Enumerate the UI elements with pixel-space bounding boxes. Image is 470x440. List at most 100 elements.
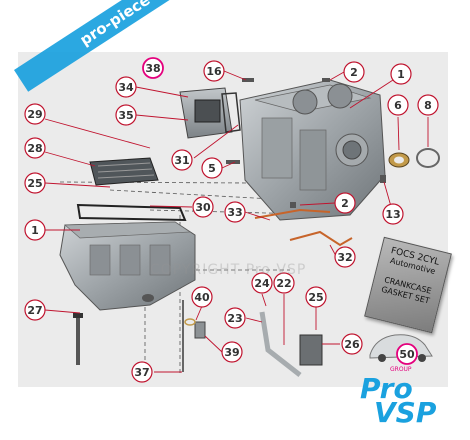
callout-label: 39 xyxy=(224,346,239,359)
leader-lines xyxy=(44,70,429,373)
drain-bolt xyxy=(73,313,83,365)
callout-label: 28 xyxy=(27,142,42,155)
callout-50: 50 xyxy=(396,343,418,365)
callout-circle xyxy=(341,333,363,355)
breather-pipes xyxy=(254,208,353,247)
callout-8: 8 xyxy=(417,94,439,116)
callout-circle xyxy=(24,137,46,159)
callout-label: 2 xyxy=(341,197,349,210)
dipstick-tube xyxy=(259,311,302,377)
callout-label: 32 xyxy=(337,251,352,264)
callout-label: 5 xyxy=(208,162,216,175)
callout-16: 16 xyxy=(203,60,225,82)
callout-37: 37 xyxy=(131,361,153,383)
callout-30: 30 xyxy=(192,196,214,218)
callout-circle xyxy=(201,157,223,179)
oil-pan xyxy=(59,221,196,311)
callout-circle xyxy=(273,272,295,294)
callout-label: 29 xyxy=(27,108,42,121)
callout-31: 31 xyxy=(171,149,193,171)
callout-circle xyxy=(417,94,439,116)
callout-circle xyxy=(191,286,213,308)
callout-35: 35 xyxy=(115,104,137,126)
callout-label: 34 xyxy=(118,81,134,94)
seal-ring xyxy=(416,148,440,168)
front-cover-plate xyxy=(179,87,241,139)
callout-32: 32 xyxy=(334,246,356,268)
callout-24: 24 xyxy=(251,272,273,294)
callout-circle xyxy=(387,94,409,116)
callout-label: 30 xyxy=(195,201,211,214)
callout-label: 1 xyxy=(397,68,405,81)
callout-circle xyxy=(142,57,164,79)
callout-27: 27 xyxy=(24,299,46,321)
oil-sensor xyxy=(299,334,323,366)
callout-circle xyxy=(334,192,356,214)
callout-circle xyxy=(203,60,225,82)
provsp-logo: GROUP Pro VSP xyxy=(360,366,450,432)
copyright-watermark: COPYRIGHT Pro VSP xyxy=(150,262,307,278)
callout-26: 26 xyxy=(341,333,363,355)
callout-circle xyxy=(390,63,412,85)
callout-circle xyxy=(131,361,153,383)
callout-label: 33 xyxy=(227,206,242,219)
callout-label: 26 xyxy=(344,338,360,351)
callout-22: 22 xyxy=(273,272,295,294)
callout-label: 37 xyxy=(134,366,149,379)
callout-1: 1 xyxy=(24,219,46,241)
callout-1: 1 xyxy=(390,63,412,85)
small-bolts xyxy=(226,78,386,208)
callout-40: 40 xyxy=(191,286,213,308)
callout-label: 13 xyxy=(385,208,400,221)
part-number-callouts: 38 16 2 1 34 35 6 8 29 28 31 5 25 30 33 2 13 1 32 27 24 22 25 4… xyxy=(24,57,439,383)
callout-33: 33 xyxy=(224,201,246,223)
callout-circle xyxy=(334,246,356,268)
callout-label: 2 xyxy=(350,66,358,79)
callout-circle xyxy=(24,299,46,321)
engine-block xyxy=(239,79,386,221)
callout-label: 38 xyxy=(145,62,160,75)
callout-13: 13 xyxy=(382,203,404,225)
logo-vsp-text: VSP xyxy=(374,396,437,429)
callout-label: 50 xyxy=(399,348,415,361)
callout-circle xyxy=(396,343,418,365)
callout-2: 2 xyxy=(343,61,365,83)
callout-label: 23 xyxy=(227,312,242,325)
callout-label: 35 xyxy=(118,109,133,122)
oil-pan-gasket xyxy=(76,203,187,222)
callout-circle xyxy=(192,196,214,218)
callout-circle xyxy=(343,61,365,83)
callout-39: 39 xyxy=(221,341,243,363)
callout-34: 34 xyxy=(115,76,137,98)
callout-circle xyxy=(305,286,327,308)
callout-label: 27 xyxy=(27,304,42,317)
callout-label: 25 xyxy=(308,291,323,304)
callout-38: 38 xyxy=(142,57,164,79)
oil-strainer xyxy=(89,157,159,186)
callout-28: 28 xyxy=(24,137,46,159)
callout-circle xyxy=(382,203,404,225)
callout-label: 6 xyxy=(394,99,402,112)
callout-circle xyxy=(224,307,246,329)
callout-25: 25 xyxy=(305,286,327,308)
callout-circle xyxy=(224,201,246,223)
logo-group-text: GROUP xyxy=(390,366,412,373)
callout-label: 25 xyxy=(27,177,42,190)
callout-label: 24 xyxy=(254,277,270,290)
callout-circle xyxy=(221,341,243,363)
bearing-shells xyxy=(388,152,410,168)
callout-25: 25 xyxy=(24,172,46,194)
drain-plug xyxy=(184,318,206,339)
callout-circle xyxy=(24,172,46,194)
callout-6: 6 xyxy=(387,94,409,116)
callout-circle xyxy=(251,272,273,294)
callout-label: 16 xyxy=(206,65,222,78)
callout-label: 22 xyxy=(276,277,291,290)
callout-2: 2 xyxy=(334,192,356,214)
callout-circle xyxy=(171,149,193,171)
callout-29: 29 xyxy=(24,103,46,125)
callout-circle xyxy=(24,219,46,241)
callout-5: 5 xyxy=(201,157,223,179)
callout-label: 1 xyxy=(31,224,39,237)
